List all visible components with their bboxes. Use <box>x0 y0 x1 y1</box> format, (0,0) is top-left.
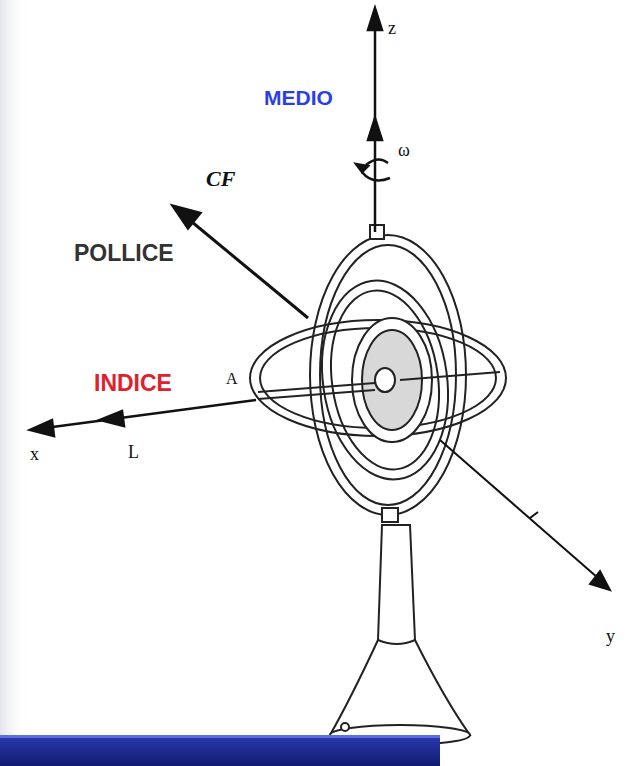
finger-label: INDICE <box>94 370 172 397</box>
momentum-label: L <box>128 442 139 463</box>
point-label: A <box>226 370 238 388</box>
axis-label: x <box>30 444 39 465</box>
finger-label: MEDIO <box>264 86 333 110</box>
finger-label: POLLICE <box>74 240 174 267</box>
angular-velocity-label: ω <box>398 140 410 161</box>
axis-label: z <box>388 18 396 39</box>
axis-label: y <box>606 626 615 647</box>
torque-label: CF <box>206 166 235 192</box>
